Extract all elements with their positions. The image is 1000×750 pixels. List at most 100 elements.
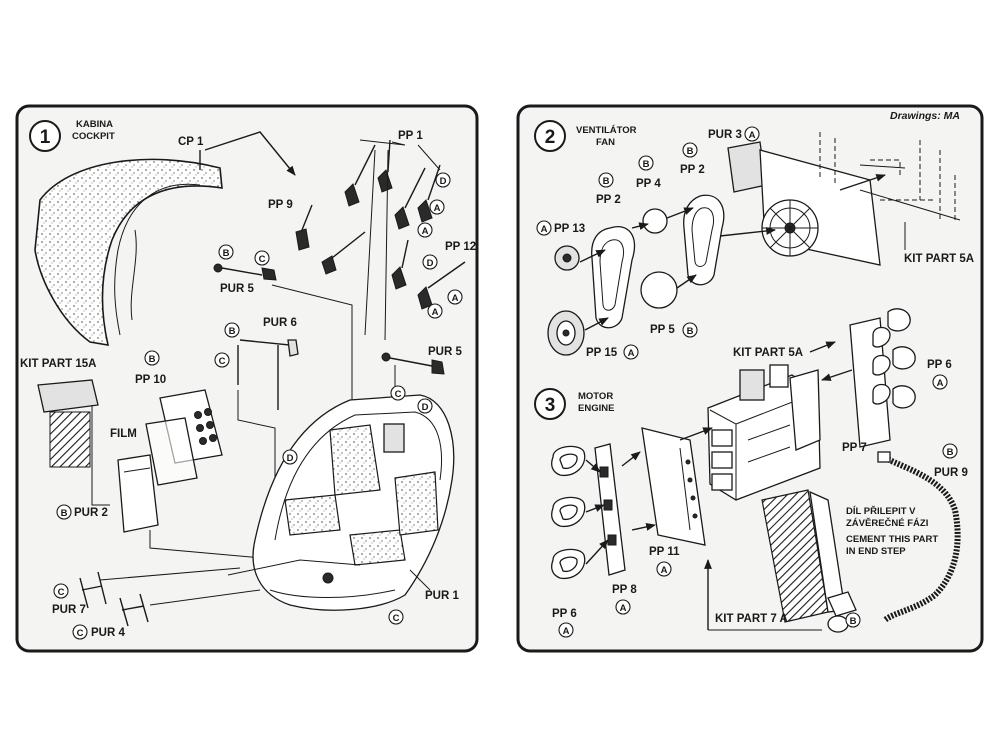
svg-text:A: A (541, 224, 548, 235)
label-pp11: PP 11 (649, 546, 680, 558)
arrow-pp15 (584, 317, 609, 331)
leader-pp1-rod-left (364, 149, 376, 336)
leader-kit-15a (91, 405, 110, 506)
label-pp15: PP 15 (586, 347, 618, 359)
leader-pur4-pur7 (99, 567, 261, 606)
pur2-part (117, 454, 159, 533)
fan-title-cz: VENTILÁTOR (576, 125, 637, 136)
marker-b-pur9: B (942, 443, 958, 459)
label-pp9: PP 9 (268, 199, 293, 211)
label-pur7: PUR 7 (52, 604, 86, 616)
pp11-plate-part (641, 427, 706, 546)
marker-c-pur4: C (72, 624, 88, 640)
engine-title-cz: MOTOR (578, 391, 613, 402)
svg-text:C: C (393, 613, 400, 624)
note-cz-line1: DÍL PŘILEPIT V (846, 505, 916, 517)
marker-a-pp6-right: A (932, 374, 948, 390)
marker-d-1: D (435, 172, 451, 188)
step-3-number: 3 (545, 395, 556, 416)
engine-title-en: ENGINE (578, 403, 614, 414)
label-pp7: PP 7 (842, 442, 867, 454)
svg-text:A: A (434, 203, 441, 214)
fuselage-outline (819, 132, 961, 221)
svg-text:B: B (229, 326, 236, 337)
arrow-pp4 (666, 207, 694, 219)
svg-text:B: B (850, 616, 857, 627)
leader-pur2 (149, 530, 286, 561)
marker-b-pp5: B (682, 322, 698, 338)
arrow-pp13 (579, 249, 606, 263)
pur7-part (79, 571, 107, 609)
pp6-right-clips (887, 308, 916, 409)
svg-text:B: B (947, 447, 954, 458)
arrow-pp6-left-1 (585, 459, 601, 473)
label-pur4: PUR 4 (91, 627, 125, 639)
svg-text:C: C (77, 628, 84, 639)
svg-text:D: D (427, 258, 434, 269)
marker-b-pur6: B (224, 322, 240, 338)
pedal-parts (321, 139, 466, 310)
marker-c-pur5: C (254, 250, 270, 266)
marker-a-pp6-left: A (558, 622, 574, 638)
leader-cp1-to-cockpit (204, 131, 296, 176)
cockpit-title-cz: KABINA (76, 119, 113, 130)
marker-d-2: D (422, 254, 438, 270)
panel-fan-engine: Drawings: MA 2 VENTILÁTOR FAN PUR 3 A KI… (516, 104, 984, 653)
label-pp10: PP 10 (135, 374, 166, 386)
pur5-right-part (381, 352, 445, 375)
svg-text:B: B (223, 248, 230, 259)
pp7-plate-part (849, 317, 891, 448)
svg-text:C: C (259, 254, 266, 265)
pur5-top-part (213, 263, 277, 281)
marker-a-4: A (427, 303, 443, 319)
svg-text:A: A (661, 565, 668, 576)
svg-text:C: C (219, 356, 226, 367)
note-cz-line2: ZÁVĚREČNÉ FÁZI (846, 517, 928, 529)
arrow-fan-to-kit (839, 174, 886, 191)
label-pur9: PUR 9 (934, 467, 968, 479)
arrow-pp2-left (631, 222, 649, 230)
step-3-circle (534, 388, 566, 420)
svg-text:B: B (687, 326, 694, 337)
marker-c-pur6: C (214, 352, 230, 368)
marker-b-pur2: B (56, 504, 72, 520)
marker-a-2: A (417, 222, 433, 238)
pp9-part (295, 204, 313, 251)
step-2-circle (534, 120, 566, 152)
label-kit-part-7a: KIT PART 7 A (715, 613, 788, 625)
label-pp6-left: PP 6 (552, 608, 577, 620)
svg-text:B: B (603, 176, 610, 187)
arrow-pp6-left-3 (585, 539, 609, 565)
note-en-line1: CEMENT THIS PART (846, 534, 938, 545)
marker-a-pp8: A (615, 599, 631, 615)
panel-cockpit: 1 KABINA COCKPIT CP 1 PP 1 (15, 104, 479, 653)
pp15-part (547, 310, 585, 356)
label-pur5-right: PUR 5 (428, 346, 462, 358)
marker-a-1: A (429, 199, 445, 215)
step-1-number: 1 (40, 127, 51, 148)
marker-a-pp11: A (656, 561, 672, 577)
svg-text:B: B (61, 508, 68, 519)
leader-pur1 (409, 569, 431, 591)
marker-a-3: A (447, 289, 463, 305)
leader-pp1 (359, 139, 441, 171)
marker-b-pp10: B (144, 350, 160, 366)
label-pp5: PP 5 (650, 324, 675, 336)
label-kit-part-15a: KIT PART 15A (20, 358, 96, 370)
step-2-number: 2 (545, 127, 556, 148)
note-en-line2: IN END STEP (846, 546, 906, 557)
arrow-pp6-left-2 (585, 504, 605, 513)
drawings-credit: Drawings: MA (890, 110, 960, 122)
arrow-pp8 (621, 451, 641, 467)
marker-a-pur3: A (744, 126, 760, 142)
marker-d-body-1: D (417, 398, 433, 414)
step-1-circle (29, 120, 61, 152)
arrow-pp11 (679, 427, 713, 441)
svg-text:A: A (452, 293, 459, 304)
marker-b-pur5: B (218, 244, 234, 260)
label-kit-part-5a-engine: KIT PART 5A (733, 347, 803, 359)
label-kit-part-5a-fan: KIT PART 5A (904, 253, 974, 265)
marker-c-body-1: C (390, 385, 406, 401)
